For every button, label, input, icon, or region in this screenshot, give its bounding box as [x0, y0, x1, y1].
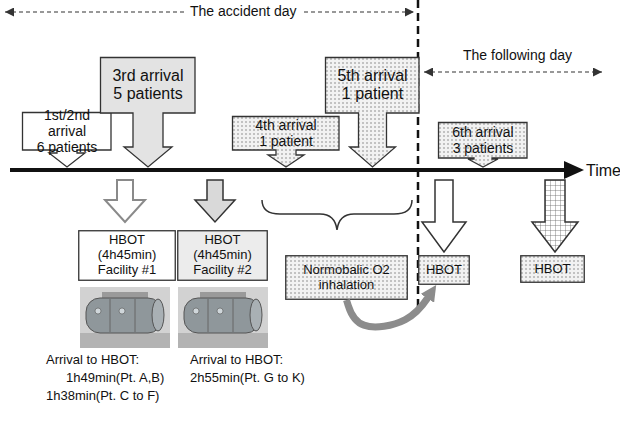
period-arrow	[304, 11, 414, 12]
callout-text: 4th arrival	[255, 117, 316, 133]
arrival-callout: 4th arrival1 patient	[232, 116, 340, 168]
transfer-arrow	[347, 293, 431, 327]
note-text: 2h55min(Pt. G to K)	[190, 370, 305, 386]
callout-text: 1st/2nd arrival	[26, 107, 108, 139]
box-shape	[521, 256, 585, 283]
box-text: HBOT (4h45min) Facility #2	[181, 233, 264, 278]
note-text: 1h38min(Pt. C to F)	[46, 388, 159, 404]
node-text-area: HBOT	[418, 255, 470, 285]
chamber-window	[95, 308, 101, 314]
down-arrow	[195, 180, 235, 222]
period-arrow	[424, 71, 602, 72]
node-text-area: 5th arrival1 patient	[325, 57, 420, 113]
chamber-band	[208, 299, 209, 332]
box-shape	[178, 231, 268, 281]
callout-text: 6th arrival	[452, 124, 513, 140]
note-text: Arrival to HBOT:	[190, 352, 283, 368]
arrival-callout: 1st/2nd arrival6 patients	[22, 112, 112, 168]
node-text-area: Normobalic O2 inhalation	[285, 255, 408, 300]
node-text-area: 6th arrival3 patients	[438, 122, 528, 158]
chamber-photo	[178, 287, 268, 348]
box-shape	[286, 256, 408, 300]
period-bracket	[262, 200, 412, 230]
treatment-box: Normobalic O2 inhalation	[285, 255, 408, 300]
axis-label: The following day	[463, 47, 572, 64]
period-arrow	[5, 11, 184, 12]
treatment-box: HBOT (4h45min) Facility #1	[78, 230, 176, 281]
callout-text: 5th arrival	[337, 67, 407, 85]
callout-shape	[439, 123, 528, 168]
time-axis-head	[564, 161, 584, 179]
box-text: HBOT (4h45min) Facility #1	[82, 233, 172, 278]
time-axis	[10, 168, 568, 172]
photo-wall	[80, 287, 170, 348]
photo-wall	[178, 287, 268, 348]
chamber-body	[184, 298, 260, 333]
callout-text: 3rd arrival	[112, 67, 183, 85]
note-text: Arrival to HBOT:	[46, 352, 139, 368]
callout-shape	[101, 58, 196, 168]
treatment-box: HBOT	[418, 255, 470, 285]
callout-text: 1 patient	[259, 133, 313, 149]
arrival-callout: 5th arrival1 patient	[325, 57, 420, 168]
arrival-callout: 6th arrival3 patients	[438, 122, 528, 168]
down-arrow	[105, 180, 145, 222]
box-shape	[79, 231, 176, 281]
axis-label: The accident day	[190, 3, 297, 20]
photo-floor	[80, 333, 170, 348]
callout-text: 6 patients	[37, 139, 98, 155]
chamber-pipe	[200, 292, 246, 298]
treatment-box: HBOT	[520, 255, 585, 283]
callout-text: 1 patient	[342, 85, 403, 103]
callout-text: 5 patients	[113, 85, 182, 103]
node-text-area: 4th arrival1 patient	[232, 116, 340, 150]
chamber-window	[193, 308, 199, 314]
callout-text: 3 patients	[453, 140, 514, 156]
chamber-pipe	[102, 292, 148, 298]
arrival-callout: 3rd arrival5 patients	[100, 57, 196, 168]
down-arrow	[532, 180, 578, 252]
chamber-body	[86, 298, 162, 333]
callout-shape	[233, 117, 340, 168]
box-text: Normobalic O2 inhalation	[289, 263, 404, 293]
chamber-photo	[80, 287, 170, 348]
chamber-window	[119, 308, 125, 314]
chamber-door	[250, 299, 262, 331]
node-text-area: HBOT (4h45min) Facility #1	[78, 230, 176, 281]
chamber-door	[152, 299, 164, 331]
node-text-area: HBOT (4h45min) Facility #2	[177, 230, 268, 281]
chamber-window	[217, 308, 223, 314]
chamber-band	[135, 299, 136, 332]
box-text: HBOT	[426, 263, 462, 278]
down-arrow	[422, 180, 466, 252]
photo-floor	[178, 333, 268, 348]
note-text: 1h49min(Pt. A,B)	[66, 370, 164, 386]
chamber-band	[233, 299, 234, 332]
node-text-area: 1st/2nd arrival6 patients	[22, 112, 112, 150]
axis-label: Time	[586, 161, 620, 180]
node-text-area: HBOT	[520, 255, 585, 283]
callout-shape	[326, 58, 420, 168]
box-shape	[419, 256, 470, 285]
node-text-area: 3rd arrival5 patients	[100, 57, 196, 113]
treatment-box: HBOT (4h45min) Facility #2	[177, 230, 268, 281]
chamber-band	[110, 299, 111, 332]
box-text: HBOT	[534, 262, 570, 277]
